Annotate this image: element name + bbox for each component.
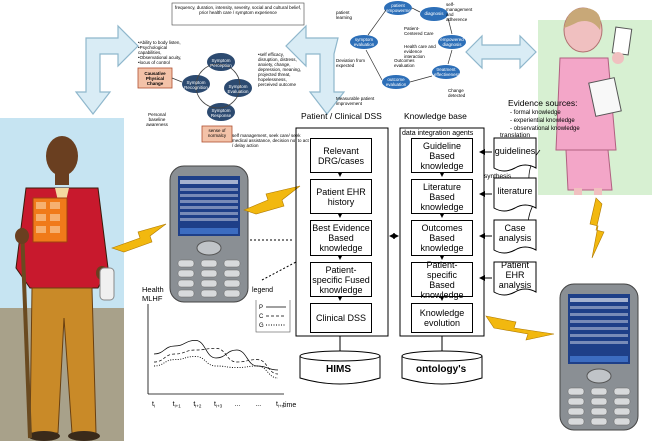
patient-illustration (0, 118, 124, 441)
cycle-node-empowered-diagnosis: empowered diagnosis (440, 37, 464, 47)
symptom-bottom-notes: self management, seek care/ seek medical… (232, 133, 309, 148)
kb-box-evolution: Knowledge evolution (411, 303, 473, 333)
cycle-node-diagnosis: diagnosis (424, 11, 444, 16)
chart-tick-label: ti+2 (193, 401, 202, 409)
chart-legend-title: legend (252, 287, 274, 294)
flow-arrows (0, 0, 652, 160)
dss-box-clinical: Clinical DSS (310, 303, 372, 333)
chart-legend-box (255, 297, 291, 333)
cycle-note-7: Deviation from expected (336, 58, 366, 68)
cycle-note-4: Health care and evidence interaction (404, 44, 436, 59)
chart-tick-label: ... (235, 401, 241, 408)
dss-column-title: Patient / Clinical DSS (301, 111, 382, 121)
chart-series-p (153, 340, 279, 371)
cycle-note-8: Measurable patient improvement (336, 96, 375, 106)
evidence-item-observational: - observational knowledge (510, 126, 580, 132)
symptom-node-recognition: Symptom Recognition (184, 80, 208, 90)
source-guidelines: guidelines (494, 146, 536, 156)
care-cycle-diagram: patient empowerment diagnosis empowered … (334, 0, 474, 108)
kb-box-guideline: Guideline Based knowledge (411, 138, 473, 173)
database-hims: HIMS (326, 364, 351, 375)
translation-label: translation (500, 132, 530, 139)
chart-legend-label: P (259, 305, 263, 311)
chart-xlabel: time (283, 402, 297, 409)
chart-legend-label: G (259, 323, 264, 329)
cycle-note-1: patient learning (336, 10, 353, 20)
chart-series-c (153, 348, 279, 375)
symptom-node-evaluation: Symptom Evaluation (227, 84, 249, 94)
cycle-note-3: Patient-Centered Care (404, 26, 434, 36)
kb-column-title: Knowledge base (404, 111, 467, 121)
symptom-personal: Personal baseline awareness (146, 112, 168, 127)
symptom-right-notes: •self efficacy, disruption, distress, an… (258, 52, 302, 87)
patient-phone (168, 164, 250, 304)
cycle-note-2: self-management and adherence (446, 2, 473, 22)
cycle-node-symptom-evaluation: symptom evaluation (353, 37, 375, 47)
symptom-model-diagram: frequency, duration, intensity, severity… (136, 0, 306, 150)
agents-label: data integration agents (402, 130, 474, 137)
evidence-item-formal: - formal knowledge (510, 110, 561, 116)
database-cylinders (296, 348, 486, 388)
cycle-node-treatment: treatment effectiveness (434, 67, 461, 77)
source-literature: literature (497, 186, 533, 196)
chart-ylabel-1: Health (142, 285, 164, 294)
nurse-phone (558, 282, 640, 432)
evidence-item-experiential: - experiential knowledge (510, 118, 575, 124)
source-patient-ehr: Patient EHR analysis (498, 260, 532, 290)
symptom-normalcy: sense of normalcy (207, 128, 227, 138)
symptom-node-response: Symptom Response (210, 108, 232, 118)
source-case-analysis: Case analysis (498, 223, 532, 243)
kb-box-outcomes: Outcomes Based knowledge (411, 220, 473, 256)
symptom-node-perception: Symptom Perception (210, 58, 232, 68)
chart-ylabel-2: MLHF (142, 294, 163, 303)
dss-box-evidence: Best Evidence Based knowledge (310, 220, 372, 256)
cycle-node-empowerment: patient empowerment (386, 3, 415, 13)
nurse-illustration (538, 0, 652, 195)
source-doc-shapes (490, 132, 540, 302)
chart-series-g (153, 355, 279, 379)
evidence-title: Evidence sources: (508, 98, 578, 108)
chart-tick-label: ti+3 (214, 401, 223, 409)
synthesis-label: synthesis (484, 173, 512, 180)
database-ontology: ontology's (416, 364, 467, 375)
cycle-note-5: Outcomes evaluation (394, 58, 415, 68)
symptom-left-notes: •Ability to body listen, •Psychological … (138, 40, 182, 65)
chart-tick-label: ti (152, 401, 155, 409)
chart-tick-label: ti+n (276, 401, 285, 409)
chart-legend-label: C (259, 314, 264, 320)
dss-box-ehr: Patient EHR history (310, 179, 372, 214)
dss-box-drg: Relevant DRG/cases (310, 138, 372, 173)
chart-tick-label: ... (255, 401, 261, 408)
symptom-causative: Causative Physical Change (144, 71, 166, 86)
dss-box-fused: Patient-specific Fused knowledge (310, 262, 372, 297)
kb-box-patient-specific: Patient-specific Based knowledge (411, 260, 473, 300)
cycle-node-outcome: outcome evaluation (385, 77, 407, 87)
cycle-note-6: Change detected (448, 88, 466, 98)
symptom-header: frequency, duration, intensity, severity… (174, 5, 302, 15)
kb-box-literature: Literature Based knowledge (411, 179, 473, 214)
chart-tick-label: ti+1 (173, 401, 182, 409)
